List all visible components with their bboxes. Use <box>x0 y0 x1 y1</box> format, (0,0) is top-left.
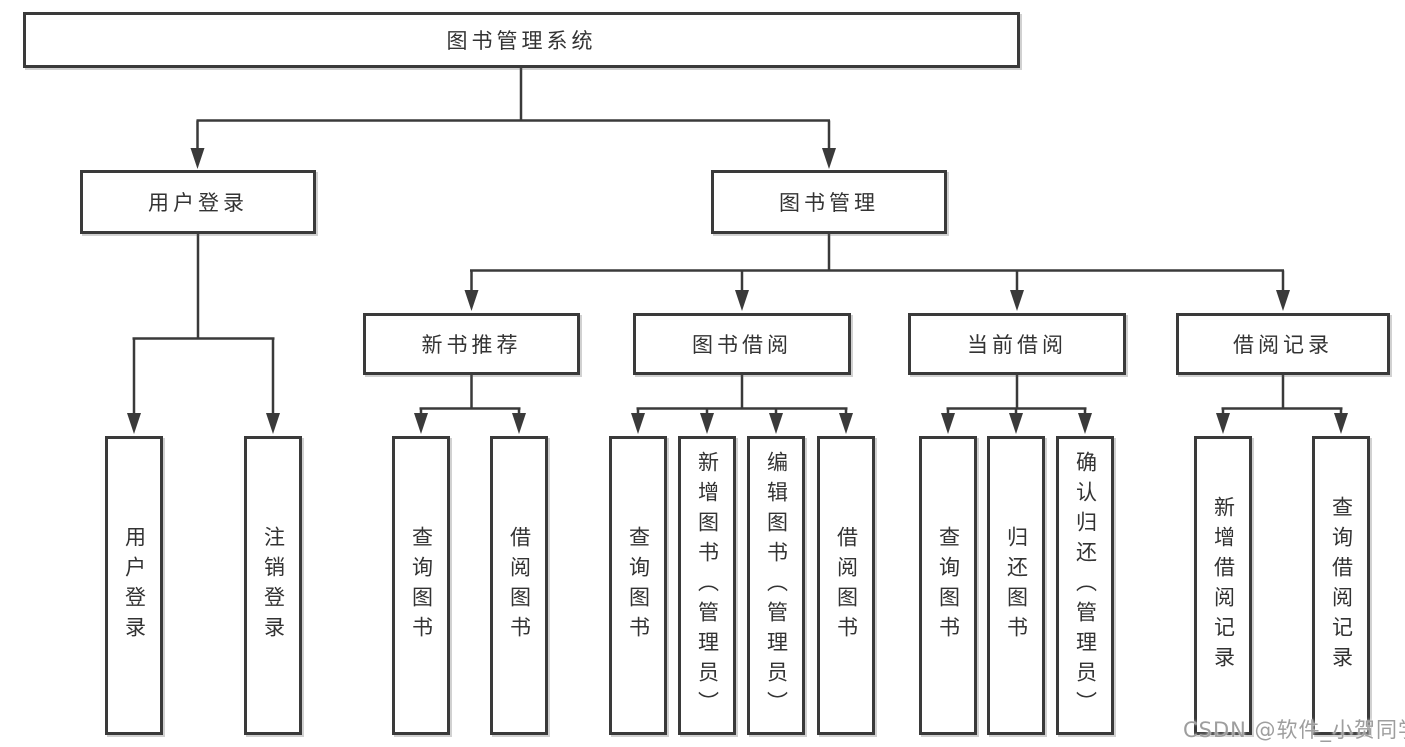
leaf-logout: 注销登录 <box>244 436 302 735</box>
leaf-label: 查询图书 <box>936 525 961 646</box>
node-current-borrowing: 当前借阅 <box>908 313 1126 375</box>
leaf-borrowing-borrow-book: 借阅图书 <box>817 436 875 735</box>
leaf-return-book: 归还图书 <box>987 436 1045 735</box>
leaf-label: 注销登录 <box>261 525 286 646</box>
leaf-label: 归还图书 <box>1004 525 1029 646</box>
leaf-recommend-query-book: 查询图书 <box>392 436 450 735</box>
node-user-login: 用户登录 <box>80 170 316 234</box>
leaf-add-borrow-record: 新增借阅记录 <box>1194 436 1252 735</box>
leaf-add-book-admin: 新增图书（管理员） <box>678 436 736 735</box>
leaf-current-query-book: 查询图书 <box>919 436 977 735</box>
leaf-user-login: 用户登录 <box>105 436 163 735</box>
leaf-query-borrow-record: 查询借阅记录 <box>1312 436 1370 735</box>
leaf-edit-book-admin: 编辑图书（管理员） <box>747 436 805 735</box>
leaf-label: 新增借阅记录 <box>1211 495 1236 676</box>
leaf-borrowing-query-book: 查询图书 <box>609 436 667 735</box>
leaf-label: 查询图书 <box>626 525 651 646</box>
leaf-label: 查询图书 <box>409 525 434 646</box>
leaf-label: 编辑图书（管理员） <box>764 450 789 721</box>
node-book-borrowing: 图书借阅 <box>633 313 851 375</box>
leaf-label: 借阅图书 <box>507 525 532 646</box>
node-borrowing-records: 借阅记录 <box>1176 313 1390 375</box>
leaf-label: 新增图书（管理员） <box>695 450 720 721</box>
csdn-watermark: CSDN @软件_小贺同学 <box>1183 718 1405 742</box>
node-system-root: 图书管理系统 <box>23 12 1020 68</box>
leaf-label: 用户登录 <box>122 525 147 646</box>
leaf-confirm-return-admin: 确认归还（管理员） <box>1056 436 1114 735</box>
leaf-label: 查询借阅记录 <box>1329 495 1354 676</box>
node-new-book-recommend: 新书推荐 <box>363 313 580 375</box>
node-book-management: 图书管理 <box>711 170 947 234</box>
arrowheads <box>127 148 1348 434</box>
leaf-label: 确认归还（管理员） <box>1073 450 1098 721</box>
leaf-label: 借阅图书 <box>834 525 859 646</box>
leaf-recommend-borrow-book: 借阅图书 <box>490 436 548 735</box>
